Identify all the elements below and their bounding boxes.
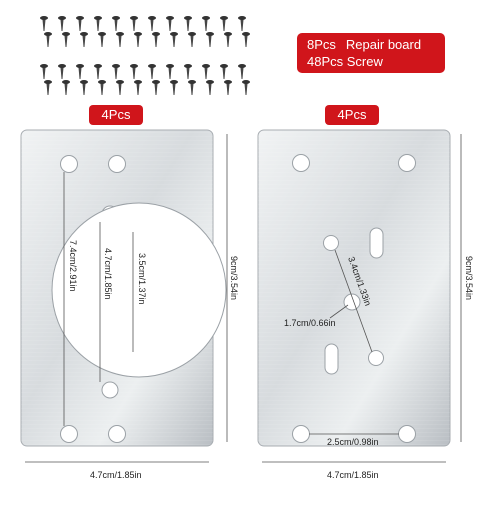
- contents-badge: 8Pcs Repair board 48Pcs Screw: [297, 33, 445, 73]
- screw-icon: [94, 16, 102, 31]
- right-hole-bottom-left: [292, 425, 310, 443]
- screw-icon: [152, 32, 160, 47]
- right-hole-right-mid: [368, 350, 384, 366]
- right-slot-upper: [369, 227, 384, 259]
- screw-icon: [170, 80, 178, 95]
- right-dim-bottom-holes: 2.5cm/0.98in: [327, 437, 379, 447]
- screw-icon: [188, 32, 196, 47]
- screw-icon: [166, 64, 174, 79]
- right-hole-bottom-right: [398, 425, 416, 443]
- screw-icon: [220, 16, 228, 31]
- left-quantity-label: 4Pcs: [101, 107, 131, 122]
- screws-group: [40, 16, 250, 95]
- left-quantity-badge: 4Pcs: [89, 105, 143, 125]
- left-large-cutout: [51, 202, 227, 378]
- screw-icon: [116, 80, 124, 95]
- screw-icon: [94, 64, 102, 79]
- screw-icon: [184, 64, 192, 79]
- right-slot-lower: [324, 343, 339, 375]
- right-dim-width: 4.7cm/1.85in: [327, 470, 379, 480]
- screw-icon: [62, 32, 70, 47]
- contents-line-1: 8Pcs Repair board: [307, 36, 435, 53]
- board-name: Repair board: [345, 37, 422, 52]
- screw-icon: [238, 16, 246, 31]
- screw-icon: [220, 64, 228, 79]
- screw-icon: [80, 32, 88, 47]
- right-quantity-label: 4Pcs: [337, 107, 367, 122]
- screw-icon: [58, 16, 66, 31]
- screw-icon: [44, 32, 52, 47]
- left-hole-bottom-right: [108, 425, 126, 443]
- screw-icon: [148, 16, 156, 31]
- screw-icon: [40, 64, 48, 79]
- left-dim-large-circle: 7.4cm/2.91in: [68, 240, 78, 292]
- contents-line-2: 48Pcs Screw: [307, 54, 383, 69]
- screw-icon: [184, 16, 192, 31]
- left-repair-plate: 7.4cm/2.91in 4.7cm/1.85in 3.5cm/1.37in 9…: [20, 129, 239, 480]
- right-quantity-badge: 4Pcs: [325, 105, 379, 125]
- right-dim-small: 1.7cm/0.66in: [284, 318, 336, 328]
- left-hole-top-left: [60, 155, 78, 173]
- left-dim-height: 9cm/3.54in: [229, 256, 239, 300]
- right-hole-top-left: [292, 154, 310, 172]
- left-dim-hole-span: 4.7cm/1.85in: [103, 248, 113, 300]
- screw-icon: [134, 80, 142, 95]
- right-hole-left-mid: [323, 235, 339, 251]
- right-hole-top-right: [398, 154, 416, 172]
- screw-icon: [116, 32, 124, 47]
- left-hole-top-right: [108, 155, 126, 173]
- screw-icon: [130, 64, 138, 79]
- screw-icon: [44, 80, 52, 95]
- right-dim-height: 9cm/3.54in: [464, 256, 474, 300]
- screw-icon: [202, 16, 210, 31]
- screw-icon: [76, 16, 84, 31]
- screw-icon: [98, 32, 106, 47]
- screw-icon: [242, 32, 250, 47]
- screw-icon: [80, 80, 88, 95]
- screw-icon: [166, 16, 174, 31]
- screw-icon: [206, 32, 214, 47]
- board-quantity: 8Pcs: [307, 37, 336, 52]
- screw-icon: [134, 32, 142, 47]
- left-dim-width: 4.7cm/1.85in: [90, 470, 142, 480]
- left-hole-bottom-left: [60, 425, 78, 443]
- left-hole-lower-mid: [101, 381, 119, 399]
- screw-icon: [58, 64, 66, 79]
- screw-icon: [62, 80, 70, 95]
- screw-icon: [40, 16, 48, 31]
- screw-icon: [238, 64, 246, 79]
- screw-icon: [76, 64, 84, 79]
- screw-icon: [202, 64, 210, 79]
- screw-icon: [98, 80, 106, 95]
- screw-icon: [112, 64, 120, 79]
- screw-icon: [112, 16, 120, 31]
- screw-icon: [242, 80, 250, 95]
- screw-icon: [206, 80, 214, 95]
- screw-icon: [148, 64, 156, 79]
- screw-icon: [224, 80, 232, 95]
- right-repair-plate: 3.4cm/1.33in 1.7cm/0.66in 2.5cm/0.98in 9…: [257, 129, 474, 480]
- screw-icon: [188, 80, 196, 95]
- screw-icon: [130, 16, 138, 31]
- screw-icon: [224, 32, 232, 47]
- right-hole-center: [343, 293, 361, 311]
- left-dim-circle-diameter: 3.5cm/1.37in: [137, 253, 147, 305]
- screw-icon: [170, 32, 178, 47]
- screw-icon: [152, 80, 160, 95]
